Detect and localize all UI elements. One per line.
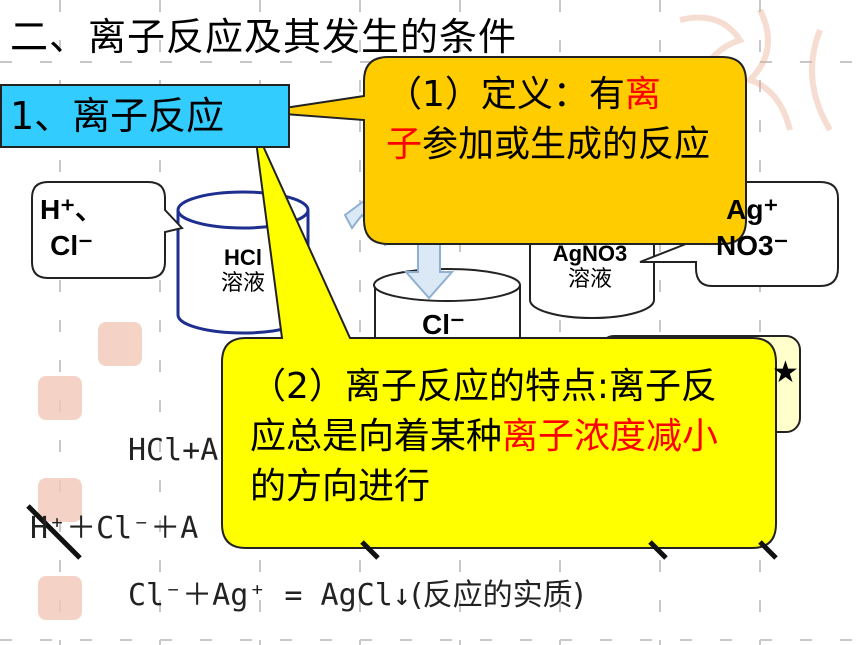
cancel-strokes — [26, 504, 778, 560]
definition-part2: 参加或生成的反应 — [422, 124, 711, 165]
definition-text: （1）定义：有离子参加或生成的反应 — [386, 70, 736, 170]
feature-callout — [221, 125, 777, 549]
net-ionic-expression: Cl⁻＋Ag⁺ = AgCl↓ — [128, 578, 411, 613]
definition-part1: （1）定义：有 — [386, 74, 625, 115]
ion-bubble-left — [31, 181, 184, 279]
definition-red1: 离 — [624, 74, 661, 115]
feature-part1: （2）离子反应的特点:离子反应总是向着某种 — [250, 366, 718, 457]
net-ionic-note: (反应的实质) — [410, 578, 585, 613]
definition-callout — [257, 56, 747, 245]
equation-net-ionic: Cl⁻＋Ag⁺ = AgCl↓(反应的实质) — [128, 570, 584, 614]
page-title: 二、离子反应及其发生的条件 — [10, 15, 518, 59]
agno3-solution-text: 溶液 — [567, 267, 612, 292]
ion-h: H⁺、 — [40, 194, 104, 225]
hidden-note-peek: ★ — [772, 355, 799, 390]
definition-red2: 子 — [386, 124, 423, 165]
feature-text: （2）离子反应的特点:离子反应总是向着某种离子浓度减小的方向进行 — [250, 362, 740, 512]
feature-red: 离子浓度减小 — [502, 416, 719, 457]
hcl-solution-text: 溶液 — [220, 271, 265, 296]
ion-cl: Cl⁻ — [50, 230, 93, 261]
equation-molecular: HCl+A — [128, 433, 219, 468]
equation-ionic-full: H⁺＋Cl⁻＋A — [30, 511, 199, 546]
ions-right: Ag⁺ NO3⁻ — [716, 192, 788, 264]
agno3-formula: AgNO3 — [552, 241, 628, 266]
mixed-beaker-label: Cl⁻ — [422, 309, 465, 340]
agno3-beaker-label: AgNO3 溶液 — [540, 241, 640, 293]
ion-ag: Ag⁺ — [726, 194, 779, 225]
section-heading-box: 1、离子反应 — [0, 84, 290, 148]
feature-part2: 的方向进行 — [250, 466, 431, 507]
hcl-formula: HCl — [224, 245, 262, 270]
hcl-beaker-label: HCl 溶液 — [208, 245, 278, 297]
ion-no3: NO3⁻ — [716, 230, 789, 261]
ions-left: H⁺、 Cl⁻ — [40, 192, 103, 264]
